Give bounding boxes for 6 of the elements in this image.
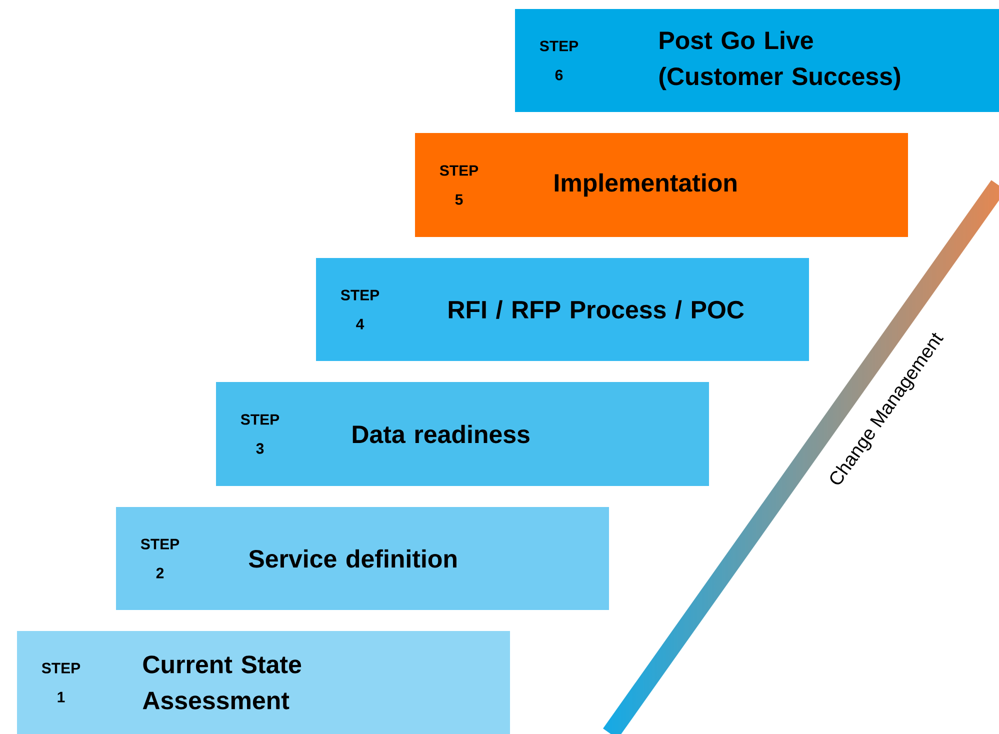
step-box: STEP 1 Current State Assessment [17, 631, 510, 734]
step-box: STEP 2 Service definition [116, 507, 609, 610]
step-box: STEP 6 Post Go Live (Customer Success) [515, 9, 999, 112]
step-box: STEP 3 Data readiness [216, 382, 709, 486]
step-box: STEP 5 Implementation [415, 133, 908, 237]
step-box: STEP 4 RFI / RFP Process / POC [316, 258, 809, 361]
